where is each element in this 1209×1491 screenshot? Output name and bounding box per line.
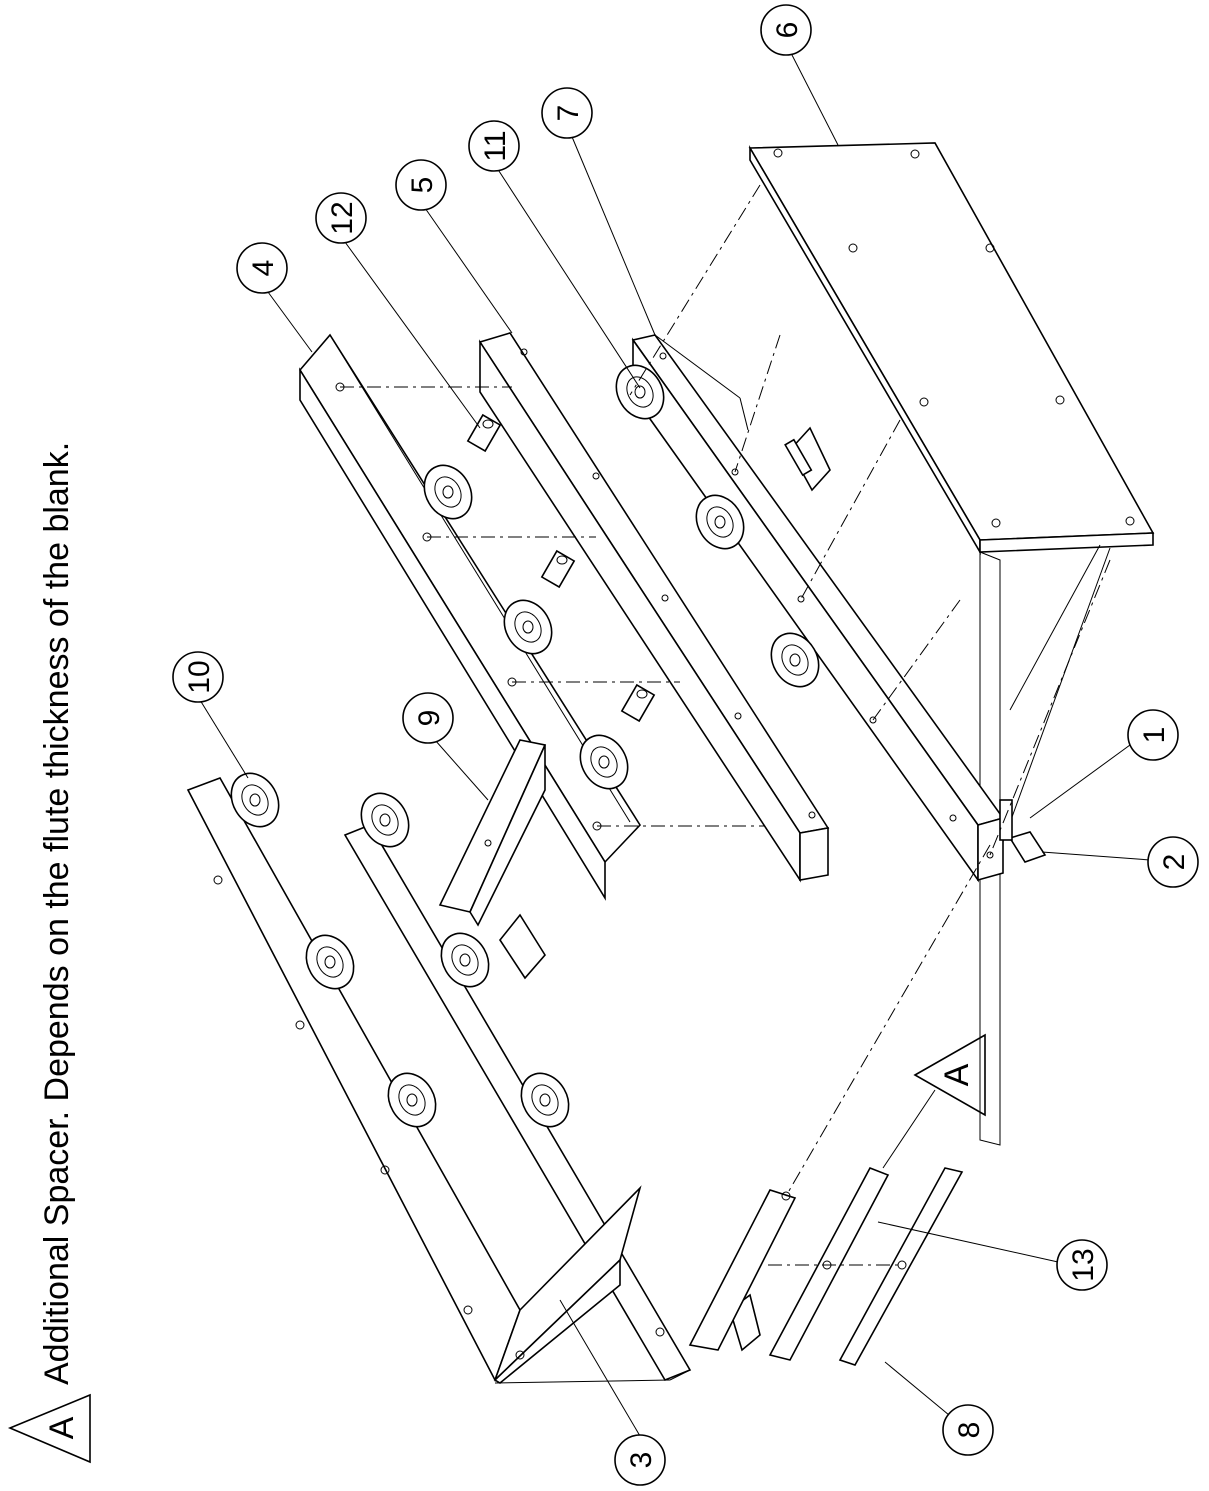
roller-wheel [695,494,745,550]
note-triangle-flag [7,1393,91,1464]
spacer-bar [688,1189,797,1351]
balloon-9: 9 [402,692,489,801]
svg-text:11: 11 [479,130,512,161]
bracket [784,426,831,492]
note-flag-letter: A [43,1416,81,1439]
svg-text:3: 3 [625,1452,658,1469]
roller-wheel [770,632,820,688]
balloon-8: 8 [884,1361,994,1456]
roller-wheel [230,772,280,828]
balloon-7: 7 [541,87,656,336]
svg-text:6: 6 [771,22,804,39]
svg-text:4: 4 [247,260,280,277]
roller-wheel [423,464,473,520]
bracket [499,913,546,980]
part-12-bolts [466,413,656,723]
part-3-left-frame [186,777,692,1384]
roller-wheel [579,734,629,790]
bolt [620,683,656,723]
roller-wheel [520,1072,570,1128]
base-holes [773,148,1135,528]
balloon-12: 12 [315,192,481,429]
svg-text:5: 5 [406,177,439,194]
part-6-base-frame [748,142,1155,1146]
balloon-3: 3 [559,1299,666,1486]
balloon-11: 11 [468,120,641,389]
note-text: Additional Spacer. Depends on the flute … [38,442,76,1385]
svg-text:13: 13 [1067,1248,1100,1281]
note-block: A Additional Spacer. Depends on the flut… [7,442,91,1464]
svg-text:1: 1 [1138,727,1171,744]
callout-balloons: 6 7 11 5 12 4 10 [172,4,1199,1486]
balloon-4: 4 [236,242,313,353]
roller-wheel [503,599,553,655]
svg-text:A: A [938,1063,976,1086]
roller-wheel [360,792,410,848]
flag-callout-a: A [882,1033,986,1169]
roller-wheel [440,932,490,988]
balloon-1: 1 [1029,709,1179,819]
balloon-10: 10 [172,651,249,779]
balloon-2: 2 [1041,836,1199,888]
assembly-centerlines [340,184,1111,1266]
roller-wheel [305,934,355,990]
balloon-6: 6 [760,4,839,146]
roller-wheel [615,364,665,420]
roller-wheel [387,1072,437,1128]
bolt [466,413,502,453]
svg-text:8: 8 [953,1422,986,1439]
balloon-13: 13 [877,1221,1108,1291]
part-10-rollers [230,772,570,1128]
part-1-2-brackets [499,426,1047,1352]
part-4-front-roller-bar [299,333,642,901]
balloon-5: 5 [395,159,513,334]
roller-wheels [423,364,820,790]
bracket [999,799,1047,863]
svg-text:12: 12 [326,201,359,234]
svg-text:2: 2 [1158,854,1191,871]
svg-text:10: 10 [183,660,216,693]
part-5-middle-bar [478,332,830,883]
part-9-guide-block [438,739,547,927]
svg-text:7: 7 [552,105,585,122]
svg-text:9: 9 [413,710,446,727]
bolt [540,549,576,589]
